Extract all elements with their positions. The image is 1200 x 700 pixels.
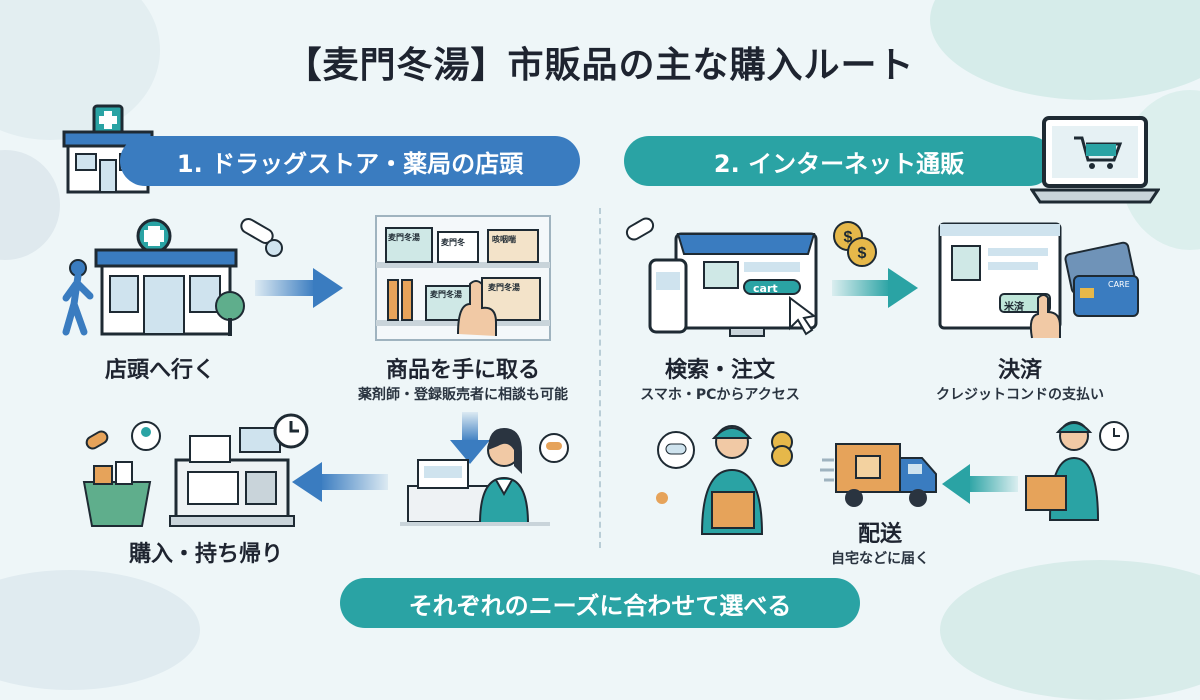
page-title: 【麦門冬湯】市販品の主な購入ルート [285,45,915,86]
arrow-left-icon [292,462,388,502]
route-store-heading: 1. ドラッグストア・薬局の店頭 [120,136,580,186]
online-step1-sub: スマホ・PCからアクセス [640,387,800,403]
route-online-heading: 2. インターネット通販 [624,136,1054,186]
payment-screen-illustration [938,222,1139,339]
online-step2-label: 決済 [997,358,1042,383]
cart-button-label: cart [753,282,778,295]
arrow-right-icon [255,268,343,308]
pharmacist-counter-illustration [400,428,569,526]
svg-text:$: $ [844,229,853,246]
route-online-heading-label: 2. インターネット通販 [713,149,965,178]
arrow-left-icon [942,464,1018,504]
courier-illustration [1025,421,1129,521]
pay-button-label: 米済 [1004,302,1024,313]
store-step3-label: 購入・持ち帰り [128,542,283,567]
background-blob [0,150,60,260]
arrow-right-icon [832,268,918,308]
store-step2-sub: 薬剤師・登録販売者に相談も可能 [358,387,568,403]
clock-icon [273,413,309,449]
background-blob [940,560,1200,700]
product-box-label: 麦門冬湯 [388,233,420,242]
route-store-heading-label: 1. ドラッグストア・薬局の店頭 [176,149,524,178]
footer-banner: それぞれのニーズに合わせて選べる [340,578,860,628]
store-step1-label: 店頭へ行く [104,358,215,383]
route-divider [599,208,601,548]
background-blob [0,570,200,690]
svg-text:$: $ [858,245,867,262]
arrow-down-icon [450,412,490,464]
online-step2-sub: クレジットコンドの支払い [936,387,1104,403]
product-box-label: 麦門冬 [441,238,465,247]
online-step3-sub: 自宅などに届く [831,551,929,567]
online-shop-illustration [625,217,818,337]
card-text: CARE [1108,280,1130,289]
checkout-register-illustration [82,421,295,527]
delivery-truck-illustration [820,443,937,507]
shelf-products-illustration [375,215,551,341]
laptop-cart-icon [1030,116,1160,204]
footer-text: それぞれのニーズに合わせて選べる [408,591,792,620]
product-box-label: 咳咽喘 [492,235,516,244]
receiver-illustration [656,425,793,535]
online-step1-label: 検索・注文 [664,358,775,383]
product-box-label: 麦門冬湯 [430,290,462,299]
product-box-label: 麦門冬湯 [488,283,520,292]
coins-icon: $ $ [833,221,877,267]
store-step2-label: 商品を手に取る [385,358,540,383]
capsule-icon [240,218,283,257]
store-walk-illustration [62,218,245,336]
online-step3-label: 配送 [857,522,902,547]
